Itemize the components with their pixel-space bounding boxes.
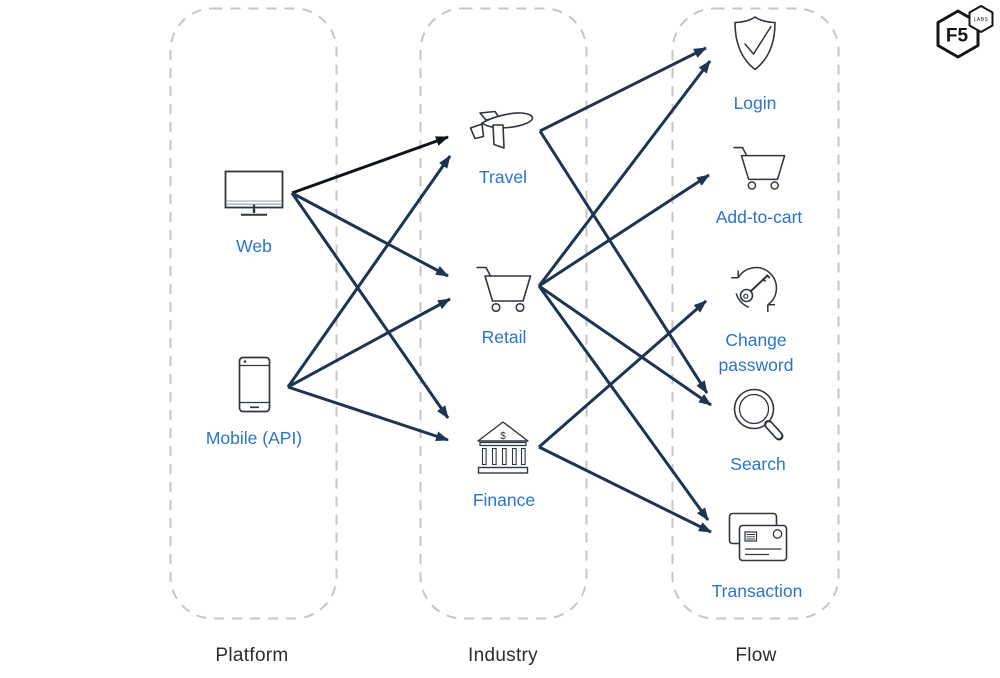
industry-column-box: [419, 7, 588, 620]
plane-icon: [469, 110, 534, 149]
edge-retail-to-search: [538, 284, 712, 407]
node-search-label: Search: [730, 454, 786, 474]
node-login-label: Login: [733, 93, 777, 113]
edge-retail-to-login: [537, 60, 712, 287]
edge-travel-to-login: [539, 46, 707, 133]
logo-labs-hexagon: [968, 5, 994, 33]
flow-column-box: [671, 7, 840, 620]
column-label-industry: Industry: [468, 645, 538, 666]
node-transaction: Transaction: [697, 511, 817, 604]
node-transaction-label: Transaction: [711, 581, 803, 601]
node-web-label: Web: [236, 236, 272, 256]
key-rotate-icon: [731, 266, 778, 312]
node-mobile: Mobile (API): [194, 356, 314, 451]
node-add-to-cart: Add-to-cart: [699, 143, 819, 230]
smartphone-icon: [238, 356, 270, 413]
edge-retail-to-add-to-cart: [538, 173, 710, 288]
edge-mobile-to-travel: [286, 155, 452, 388]
edge-web-to-retail: [291, 191, 449, 278]
logo-labs-text: LABS: [974, 17, 989, 23]
node-search: Search: [698, 385, 818, 477]
column-label-flow: Flow: [735, 645, 777, 666]
shield-check-icon: [734, 16, 776, 71]
node-add-to-cart-label: Add-to-cart: [715, 207, 803, 227]
edge-finance-to-transaction: [538, 445, 712, 534]
edge-mobile-to-finance: [287, 385, 449, 442]
credit-cards-icon: [728, 512, 788, 562]
shopping-cart-icon: [732, 146, 785, 190]
edge-mobile-to-retail: [287, 297, 451, 389]
node-login: Login: [695, 15, 815, 116]
f5-labs-logo: F5 LABS: [936, 5, 994, 59]
edge-travel-to-search: [538, 130, 709, 394]
magnifier-icon: [733, 388, 784, 441]
edge-finance-to-change-password: [538, 299, 707, 449]
bank-icon: $: [477, 421, 529, 474]
edge-retail-to-transaction: [537, 285, 710, 521]
node-retail-label: Retail: [481, 327, 527, 347]
edge-web-to-travel: [291, 135, 449, 195]
node-change-password: Change password: [696, 261, 816, 379]
node-travel: Travel: [443, 100, 563, 190]
column-label-platform: Platform: [215, 645, 289, 666]
logo-brand-text: F5: [946, 26, 969, 47]
node-mobile-label: Mobile (API): [205, 428, 303, 448]
edge-web-to-finance: [290, 192, 450, 419]
shopping-cart-icon: [476, 266, 532, 312]
node-web: Web: [194, 170, 314, 259]
node-travel-label: Travel: [479, 167, 527, 187]
monitor-icon: [224, 170, 284, 216]
node-retail: Retail: [444, 264, 564, 350]
node-finance: $ Finance: [444, 419, 564, 513]
node-finance-label: Finance: [472, 490, 536, 510]
node-change-password-label: Change password: [718, 330, 794, 376]
svg-text:$: $: [500, 431, 506, 442]
platform-column-box: [169, 7, 338, 620]
